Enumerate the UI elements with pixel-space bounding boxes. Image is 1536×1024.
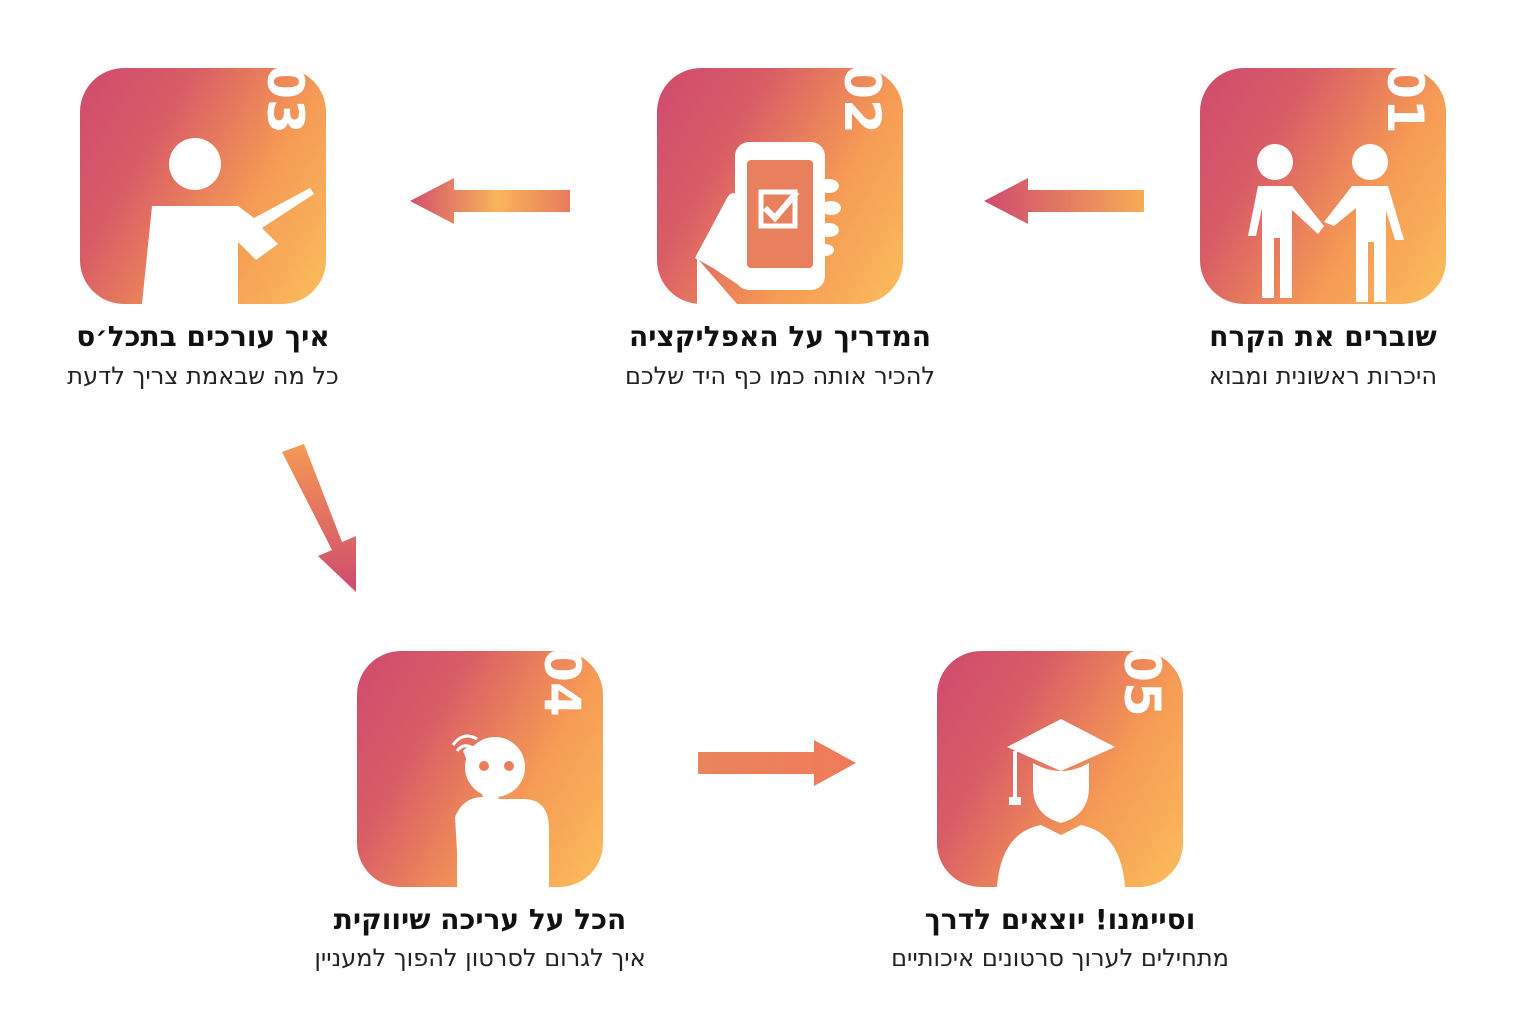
arrow-03-to-04: [282, 444, 356, 592]
handshake-people-icon: [1248, 144, 1404, 302]
graduate-cap-icon: [997, 719, 1125, 887]
step-05-subtitle: מתחילים לערוך סרטונים איכותיים: [891, 944, 1229, 972]
step-01-tile: 01: [1200, 68, 1446, 304]
step-05-title: וסיימנו! יוצאים לדרך: [924, 903, 1196, 936]
step-03-subtitle: כל מה שבאמת צריך לדעת: [67, 362, 339, 390]
arrow-01-to-02: [984, 178, 1144, 224]
phone-checkbox-hand-icon: [695, 142, 841, 304]
step-01-title: שוברים את הקרח: [1209, 320, 1437, 353]
step-04-tile: 04: [357, 651, 603, 887]
step-04-title: הכל על עריכה שיווקית: [333, 903, 627, 936]
step-03-title: איך עורכים בתכל׳ס: [76, 320, 330, 353]
arrow-02-to-03: [410, 178, 570, 224]
teacher-pointer-icon: [142, 138, 314, 304]
step-03-tile: 03: [80, 68, 326, 304]
step-05-tile: 05: [937, 651, 1183, 887]
step-02-title: המדריך על האפליקציה: [629, 320, 931, 353]
step-02-tile: 02: [657, 68, 903, 304]
step-01-subtitle: היכרות ראשונית ומבוא: [1208, 362, 1438, 390]
step-02-subtitle: להכיר אותה כמו כף היד שלכם: [624, 362, 936, 390]
thinking-person-icon: [451, 734, 549, 887]
step-04-subtitle: איך לגרום לסרטון להפוך למעניין: [314, 944, 646, 972]
arrow-04-to-05: [698, 740, 856, 786]
